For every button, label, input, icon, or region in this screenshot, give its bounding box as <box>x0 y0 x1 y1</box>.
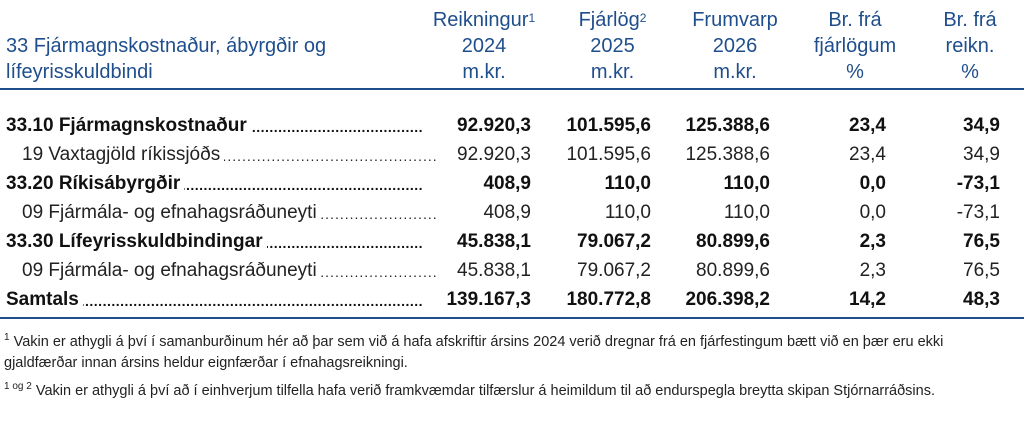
cell-value: 125.388,6 <box>685 144 770 165</box>
column-header-year: 2025 <box>590 35 635 57</box>
dot-leader: ........................................… <box>6 293 422 309</box>
column-header-label: Br. frá <box>828 9 882 31</box>
row-label-text: 33.10 Fjármagnskostnaður <box>6 115 251 136</box>
footnote-2: 1 og 2 Vakin er athygli á því að í einhv… <box>4 376 1020 402</box>
footnote-1-marker: 1 <box>4 332 10 343</box>
cell-value: 76,5 <box>963 231 1000 252</box>
column-header-unit: m.kr. <box>590 61 635 83</box>
row-label: ........................................… <box>0 111 422 140</box>
cell-value: 23,4 <box>849 144 886 165</box>
cell-value: 92.920,3 <box>457 115 531 136</box>
table-row-detail: ........................................… <box>0 198 1024 227</box>
table-row-detail: ........................................… <box>0 256 1024 285</box>
cell-value: 76,5 <box>963 260 1000 281</box>
table-row-group: ........................................… <box>0 285 1024 314</box>
cell-value: 79.067,2 <box>577 260 651 281</box>
row-label: ........................................… <box>0 198 438 227</box>
footnote-1-text: Vakin er athygli á því í samanburðinum h… <box>4 333 944 371</box>
title-line-1: 33 Fjármagnskostnaður, ábyrgðir og <box>6 35 327 57</box>
table-row-group: ........................................… <box>0 111 1024 140</box>
cell-value: 34,9 <box>963 115 1000 136</box>
footnote-marker: 1 <box>528 11 536 25</box>
cell-value: 110,0 <box>723 173 771 194</box>
cell-value: 23,4 <box>849 115 886 136</box>
cell-value: 139.167,3 <box>446 289 531 310</box>
header-divider <box>0 88 1024 90</box>
column-header-frumvarp: Frumvarp 2026 m.kr. <box>680 7 790 85</box>
row-label: ........................................… <box>0 227 422 256</box>
footnotes: 1 Vakin er athygli á því í samanburðinum… <box>4 327 1020 404</box>
row-label-text: 09 Fjármála- og efnahagsráðuneyti <box>22 202 321 223</box>
table-row-detail: ........................................… <box>0 140 1024 169</box>
cell-value: 2,3 <box>859 231 886 252</box>
column-header-br-fjarlogum: Br. frá fjárlögum % <box>800 7 910 85</box>
footnote-2-text: Vakin er athygli á því að í einhverjum t… <box>35 382 935 399</box>
cell-value: 180.772,8 <box>566 289 651 310</box>
column-header-label: Fjárlög <box>578 9 640 31</box>
column-header-unit: % <box>846 61 864 83</box>
cell-value: 79.067,2 <box>577 231 651 252</box>
table-row-group: ........................................… <box>0 227 1024 256</box>
row-label-text: Samtals <box>6 289 83 310</box>
table-header: 33 Fjármagnskostnaður, ábyrgðir og lífey… <box>0 0 1024 88</box>
cell-value: 110,0 <box>723 202 770 223</box>
column-header-br-reikn: Br. frá reikn. % <box>922 7 1018 85</box>
cell-value: 0,0 <box>859 202 886 223</box>
cell-value: 34,9 <box>963 144 1000 165</box>
row-label-text: 09 Fjármála- og efnahagsráðuneyti <box>22 260 321 281</box>
column-header-reikningur: Reikningur1 2024 m.kr. <box>424 7 544 85</box>
table-row-group: ........................................… <box>0 169 1024 198</box>
column-header-year: 2026 <box>712 35 758 57</box>
cell-value: 101.595,6 <box>566 144 651 165</box>
cell-value: 408,9 <box>483 202 531 223</box>
row-label: ........................................… <box>0 140 438 169</box>
cell-value: 2,3 <box>859 260 886 281</box>
cell-value: 45.838,1 <box>457 260 531 281</box>
cell-value: -73,1 <box>956 173 1000 194</box>
column-header-label: Br. frá <box>943 9 997 31</box>
row-label: ........................................… <box>0 285 422 314</box>
cell-value: 101.595,6 <box>566 115 651 136</box>
cell-value: 0,0 <box>859 173 886 194</box>
cell-value: 125.388,6 <box>685 115 770 136</box>
cell-value: 110,0 <box>604 202 651 223</box>
footnote-1: 1 Vakin er athygli á því í samanburðinum… <box>4 327 1020 374</box>
table-title: 33 Fjármagnskostnaður, ábyrgðir og lífey… <box>6 33 326 85</box>
footnote-2-marker: 1 og 2 <box>4 380 32 392</box>
cell-value: 14,2 <box>849 289 886 310</box>
column-header-unit: % <box>961 61 979 83</box>
column-header-label: Frumvarp <box>692 9 778 31</box>
row-label: ........................................… <box>0 169 422 198</box>
row-label-text: 19 Vaxtagjöld ríkissjóðs <box>22 144 225 165</box>
cell-value: 408,9 <box>483 173 531 194</box>
column-header-sublabel: fjárlögum <box>813 35 897 57</box>
column-header-unit: m.kr. <box>462 61 506 83</box>
cell-value: 80.899,6 <box>696 231 770 252</box>
row-label: ........................................… <box>0 256 438 285</box>
cell-value: 110,0 <box>604 173 652 194</box>
title-line-2: lífeyrisskuldbindi <box>6 61 153 83</box>
cell-value: -73,1 <box>956 202 1000 223</box>
footer-divider <box>0 317 1024 319</box>
row-label-text: 33.20 Ríkisábyrgðir <box>6 173 185 194</box>
cell-value: 48,3 <box>963 289 1000 310</box>
column-header-label: Reikningur <box>432 9 529 31</box>
cell-value: 92.920,3 <box>457 144 531 165</box>
column-header-sublabel: reikn. <box>945 35 995 57</box>
row-label-text: 33.30 Lífeyrisskuldbindingar <box>6 231 267 252</box>
column-header-unit: m.kr. <box>713 61 757 83</box>
column-header-year: 2024 <box>461 35 507 57</box>
cell-value: 80.899,6 <box>696 260 770 281</box>
column-header-fjarlog: Fjárlög2 2025 m.kr. <box>560 7 665 85</box>
cell-value: 206.398,2 <box>685 289 770 310</box>
cell-value: 45.838,1 <box>457 231 531 252</box>
footnote-marker: 2 <box>639 11 647 25</box>
